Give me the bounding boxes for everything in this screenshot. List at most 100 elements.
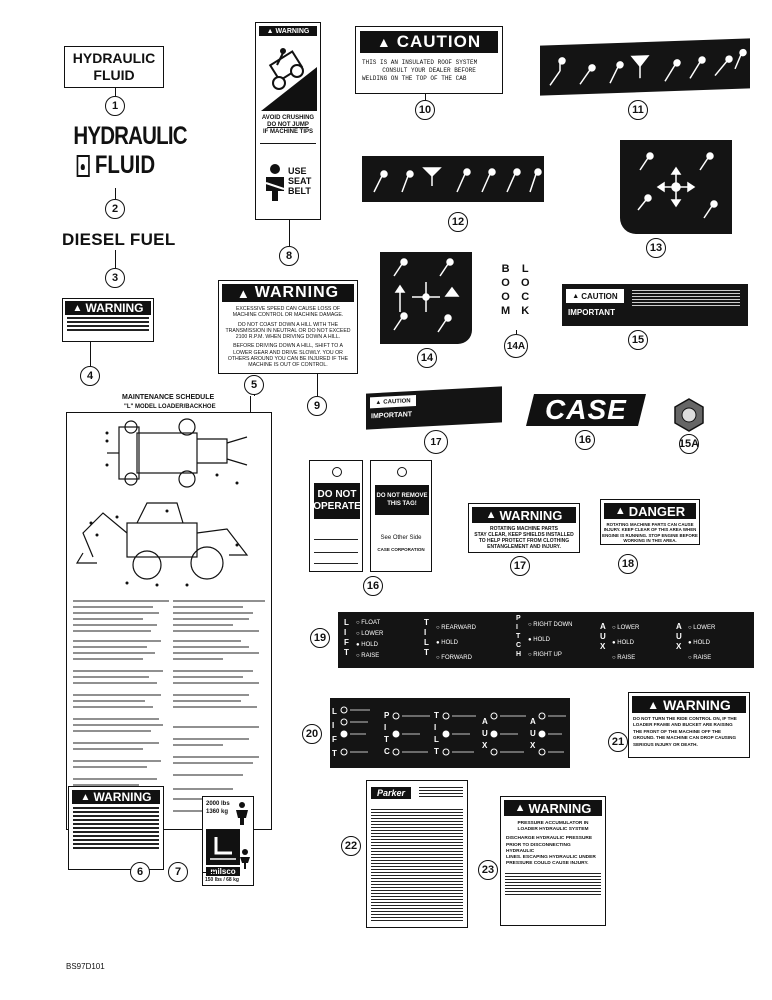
warning-triangle-icon: ▲	[72, 302, 83, 314]
control-label: HOLD	[441, 640, 458, 646]
boom-letter: O	[501, 277, 510, 289]
svg-text:X: X	[482, 741, 488, 750]
svg-text:P: P	[384, 711, 390, 720]
seat-adjust-icon	[210, 837, 236, 860]
warning-header: WARNING	[499, 507, 563, 523]
fluid-container-icon	[76, 154, 90, 177]
decal-text-line: DO NOT TURN THE RIDE CONTROL ON, IF THE	[633, 716, 737, 721]
decal-control-pattern-12	[362, 156, 544, 202]
callout-20: 18	[618, 554, 638, 574]
control-label: LOWER	[617, 625, 640, 631]
decal-text-line: STAY CLEAR, KEEP SHIELDS INSTALLED	[474, 532, 574, 538]
svg-text:A: A	[530, 717, 536, 726]
decal-warning-accumulator: ▲WARNING PRESSURE ACCUMULATOR IN LOADER …	[500, 796, 606, 926]
svg-text:X: X	[530, 741, 536, 750]
control-group-aux-2: A U X ○ LOWER ● HOLD ○ RAISE	[676, 622, 716, 661]
tag-do-not-remove: DO NOT REMOVE THIS TAG! See Other Side C…	[370, 460, 432, 572]
caution-triangle-icon: ▲	[376, 34, 392, 50]
decal-text-line: HYDRAULIC	[72, 50, 156, 66]
warning-header: WARNING	[528, 800, 592, 816]
tag-text: THIS TAG!	[387, 501, 417, 507]
lock-letter: O	[521, 277, 530, 289]
control-label: HOLD	[617, 640, 634, 646]
decal-caution-roof: ▲CAUTION THIS IS AN INSULATED ROOF SYSTE…	[355, 26, 503, 94]
milsco-brand: milsco	[206, 867, 240, 876]
decal-text-line: THIS IS AN INSULATED ROOF SYSTEM	[362, 59, 478, 66]
group-letter: U	[676, 632, 682, 641]
decal-caution-important-15: ▲CAUTION IMPORTANT	[562, 284, 748, 326]
group-letter: I	[344, 628, 347, 637]
control-group-aux-1: A U X ○ LOWER ● HOLD ○ RAISE	[600, 622, 640, 661]
decal-text-line: PRESSURE COULD CAUSE INJURY.	[506, 861, 589, 867]
warning-header: WARNING	[275, 27, 310, 35]
svg-text:L: L	[332, 707, 337, 716]
callout-7: 7	[168, 862, 188, 882]
group-letter: T	[516, 633, 521, 640]
tag-do-not-operate: DO NOT OPERATE	[309, 460, 363, 572]
warning-triangle-icon: ▲	[80, 791, 91, 803]
decal-tip-warning: ▲WARNING AVOID CRUSHING DO NOT JUMP IF M…	[255, 22, 321, 220]
decal-text-line: HYDRAULIC	[73, 122, 187, 150]
control-label: RIGHT DOWN	[533, 622, 573, 628]
callout-5: 5	[244, 375, 264, 395]
warning-triangle-icon: ▲	[647, 697, 660, 712]
callout-12: 12	[448, 212, 468, 232]
lock-letter: L	[521, 263, 529, 275]
decal-milsco-seat: 2000 lbs 1360 kg milsco 150 lbs / 68 kg	[202, 796, 254, 886]
decal-boom-lock: B O O M L O C K	[497, 262, 537, 330]
boom-letter: O	[501, 291, 510, 303]
loader-backhoe-illustration	[75, 418, 249, 587]
decal-text-line: IF MACHINE TIPS	[262, 129, 313, 135]
decal-text-line: GROUND. THE MACHINE CAN DROP CAUSING	[633, 735, 737, 741]
caution-triangle-icon: ▲	[572, 292, 580, 300]
important-label: IMPORTANT	[371, 411, 413, 421]
weight-label: 1360 kg	[206, 809, 229, 815]
group-letter: L	[424, 638, 429, 647]
decal-hydraulic-fluid-small: HYDRAULIC FLUID	[64, 46, 164, 88]
decal-text-line: DO NOT JUMP	[267, 122, 309, 128]
svg-text:T: T	[332, 749, 337, 758]
decal-text-line: USE	[288, 166, 307, 176]
lever-pattern-icon	[393, 258, 460, 333]
decal-control-pattern-14	[380, 252, 472, 344]
decal-paragraph: EXCESSIVE SPEED CAN CAUSE LOSS OF MACHIN…	[232, 306, 344, 319]
svg-text:T: T	[434, 747, 439, 756]
maintenance-title: MAINTENANCE SCHEDULE	[122, 394, 215, 401]
parker-logo: Parker	[371, 787, 411, 799]
control-label: LOWER	[361, 631, 384, 637]
decal-text-line: ROTATING MACHINE PARTS	[489, 526, 559, 532]
callout-6: 6	[130, 862, 150, 882]
decal-warning-speed: ▲WARNING EXCESSIVE SPEED CAN CAUSE LOSS …	[218, 280, 358, 374]
decal-text-line: FLUID	[93, 67, 135, 83]
decal-text-line: DISCHARGE HYDRAULIC PRESSURE	[506, 836, 593, 842]
lock-letter: C	[521, 291, 530, 303]
decal-control-labels-21: L I F T ○ FLOAT ○ LOWER ● HOLD ○ RAISE T…	[338, 612, 754, 668]
callout-14: 14	[417, 348, 437, 368]
tag-text: DO NOT REMOVE	[376, 493, 428, 499]
tag-text: See Other Side	[380, 535, 422, 541]
control-label: HOLD	[361, 642, 378, 648]
lever-pattern-icon	[549, 48, 747, 86]
callout-15a: 17	[424, 430, 448, 454]
group-letter: A	[676, 622, 682, 631]
important-label: IMPORTANT	[568, 308, 615, 317]
lever-pattern-icon	[637, 152, 718, 219]
decal-text-line: LINES. ESCAPING HYDRAULIC UNDER	[506, 855, 596, 861]
decal-text-line: SERIOUS INJURY OR DEATH.	[633, 741, 698, 747]
decal-text-line: PRIOR TO DISCONNECTING HYDRAULIC	[506, 842, 571, 854]
callout-17: 15A	[679, 434, 699, 454]
callout-4: 4	[80, 366, 100, 386]
group-letter: C	[516, 642, 522, 649]
svg-text:C: C	[384, 747, 390, 756]
control-group-pitch: P I T C H ○ RIGHT DOWN ● HOLD ○ RIGHT UP	[516, 615, 573, 658]
warning-triangle-icon: ▲	[485, 509, 497, 521]
emblem-icon	[674, 398, 704, 432]
warning-header: WARNING	[85, 301, 144, 315]
control-label: HOLD	[533, 637, 550, 643]
svg-text:I: I	[384, 723, 386, 732]
decal-text-line: ROTATING MACHINE PARTS CAN CAUSE	[606, 522, 694, 527]
decal-text-line: CONSULT YOUR DEALER BEFORE	[382, 67, 476, 74]
warning-header: WARNING	[663, 696, 731, 713]
